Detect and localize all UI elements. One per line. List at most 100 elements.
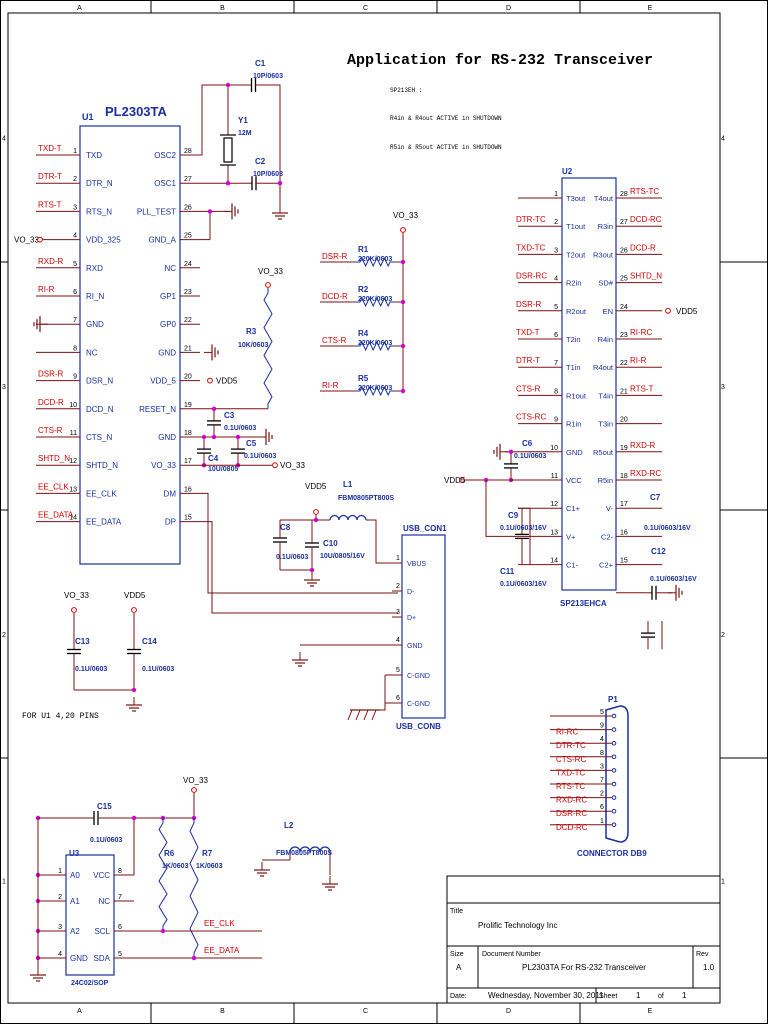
c11-ref: C11 [500,567,515,576]
port-ring [131,607,137,613]
r5-value: 220K/0603 [358,385,392,392]
pin-name: T3in [598,420,613,429]
net-label: SHTD_N [630,272,662,281]
c6-value: 0.1U/0603 [514,453,546,460]
pin-number: 25 [620,276,628,283]
u2-name: SP213EHCA [560,599,607,608]
pin-name: NC [164,264,176,273]
pin-number: 6 [73,289,77,296]
junction-dot [400,259,406,265]
pin-number: 5 [600,709,604,716]
pin-number: 21 [620,388,628,395]
pin-number: 3 [600,763,604,770]
date-label: Date: [450,993,467,1000]
power-label: VO_33 [280,461,305,470]
pin-number: 14 [69,515,77,522]
net-label: RTS-T [38,200,62,209]
pin-name: NC [98,897,110,906]
db9-pin-hole [611,795,617,800]
c1-ref: C1 [255,59,266,68]
power-label: VO_33 [183,776,208,785]
pin-name: A1 [70,897,80,906]
c7-value: 0.1U/0603/16V [644,525,691,532]
pin-name: SDA [94,954,111,963]
pin-number: 17 [184,458,192,465]
db9-pin-hole [611,781,617,787]
net-label: SHTD_N [38,454,70,463]
r7-value: 1K/0603 [196,863,223,870]
c5-ref: C5 [246,439,257,448]
pin-name: DM [164,489,177,498]
pin-number: 6 [396,695,400,702]
pin-number: 24 [184,261,192,268]
pin-number: 12 [550,501,558,508]
pin-number: 3 [73,204,77,211]
junction-dot [131,815,137,821]
zone-label-right: 3 [721,384,725,391]
net-label: DSR-R [322,252,348,261]
zone-label-left: 3 [2,384,6,391]
pin-name: GND_A [148,236,176,245]
c13-value: 0.1U/0603 [75,666,107,673]
net-label: TXD-T [516,328,540,337]
db9-pin-hole [611,822,617,828]
junction-dot [508,449,514,454]
c14-ref: C14 [142,637,157,646]
pin-name: T3out [566,194,586,203]
net-label: RI-RC [630,328,652,337]
db9-pin-hole [611,727,617,732]
pin-number: 23 [620,332,628,339]
net-label: CTS-R [516,384,541,393]
junction-dot [131,687,137,693]
pin-name: DCD_N [86,405,114,414]
zone-label-left: 4 [2,136,6,143]
r7-resistor-icon [189,818,199,958]
note-text: FOR U1 4,20 PINS [22,712,99,721]
pin-number: 4 [73,233,77,240]
size-label: Size [450,951,464,958]
pin-number: 3 [396,609,400,616]
net-label: RTS-T [630,384,654,393]
pin-name: R1in [566,420,581,429]
l1-ref: L1 [343,480,353,489]
net-label: DTR-TC [556,741,586,750]
pin-name: T2in [566,335,581,344]
wire [366,519,398,564]
zone-label-bottom: B [220,1008,225,1015]
l1-value: FBM0805PT800S [338,495,394,502]
pin-name: GND [86,320,104,329]
junction-dot [225,82,231,88]
pin-number: 9 [73,374,77,381]
pin-number: 17 [620,501,628,508]
net-label: RXD-R [630,441,656,450]
pin-number: 11 [70,430,77,437]
u3-ref: U3 [69,849,80,858]
junction-dot [400,388,406,394]
pin-number: 3 [554,247,558,254]
net-label: EE_CLK [38,482,69,491]
pin-number: 1 [396,555,400,562]
junction-dot [309,567,315,573]
pin-name: CTS_N [86,433,112,442]
of-label: of [658,993,664,1000]
p1-name: CONNECTOR DB9 [577,849,647,858]
c10-value: 10U/0805/16V [320,553,365,560]
pin-number: 2 [73,176,77,183]
net-label: DTR-T [38,172,62,181]
junction-dot [225,181,231,186]
zone-label-top: B [220,5,225,12]
r5-resistor-icon [355,385,395,397]
pin-number: 8 [73,345,77,352]
pin-number: 25 [184,233,192,240]
r7-ref: R7 [202,849,213,858]
pin-name: NC [86,348,98,357]
pin-number: 26 [620,247,628,254]
pin-name: GP0 [160,320,177,329]
l2-ref: L2 [284,821,294,830]
pin-number: 7 [600,777,604,784]
pin-number: 9 [600,723,604,730]
pin-number: 4 [554,276,558,283]
pin-name: EN [603,307,613,316]
zone-label-bottom: A [77,1008,82,1015]
pin-number: 22 [184,317,192,324]
